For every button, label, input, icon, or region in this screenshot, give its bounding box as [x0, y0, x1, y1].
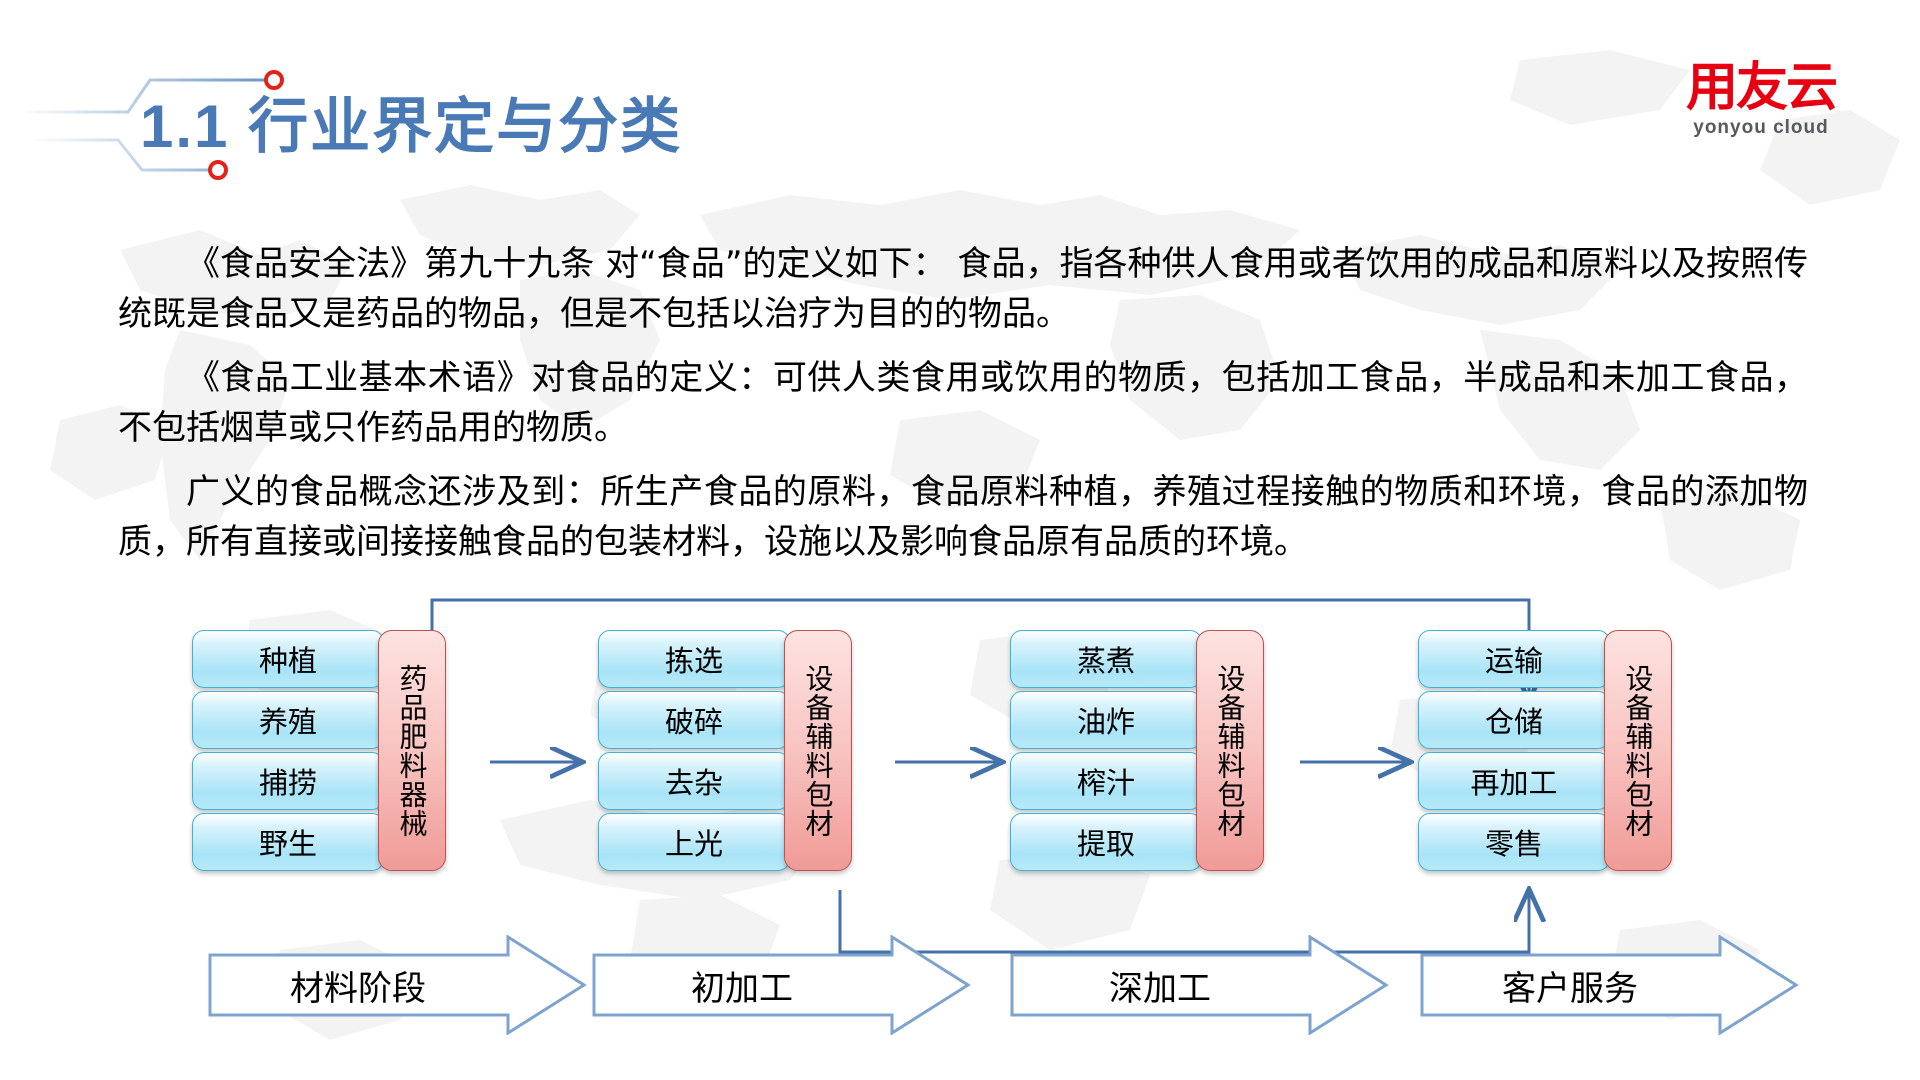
- side-input-box-deep-processing[interactable]: 设备辅料包材: [1196, 630, 1264, 871]
- side-input-label: 设备辅料包材: [1213, 663, 1247, 838]
- step-chip[interactable]: 提取: [1010, 813, 1202, 871]
- stage-group-material: 种植 养殖 捕捞 野生 药品肥料器械: [192, 630, 446, 871]
- side-input-box-material[interactable]: 药品肥料器械: [378, 630, 446, 871]
- step-chip[interactable]: 破碎: [598, 691, 790, 749]
- step-chip[interactable]: 野生: [192, 813, 384, 871]
- step-chip[interactable]: 油炸: [1010, 691, 1202, 749]
- brand-logo: 用友云 yonyou cloud: [1636, 62, 1886, 137]
- side-input-box-customer-service[interactable]: 设备辅料包材: [1604, 630, 1672, 871]
- side-input-label: 设备辅料包材: [1621, 663, 1655, 838]
- stage-banner-label: 材料阶段: [290, 968, 426, 1009]
- step-chip[interactable]: 捕捞: [192, 752, 384, 810]
- step-stack-material: 种植 养殖 捕捞 野生: [192, 630, 384, 871]
- logo-chinese-text: 用友云: [1685, 58, 1838, 118]
- page-title: 1.1 行业界定与分类: [140, 93, 683, 160]
- step-stack-deep-processing: 蒸煮 油炸 榨汁 提取: [1010, 630, 1202, 871]
- step-chip[interactable]: 再加工: [1418, 752, 1610, 810]
- step-chip[interactable]: 蒸煮: [1010, 630, 1202, 688]
- stage-group-primary-processing: 拣选 破碎 去杂 上光 设备辅料包材: [598, 630, 852, 871]
- stage-group-customer-service: 运输 仓储 再加工 零售 设备辅料包材: [1418, 630, 1672, 871]
- step-chip[interactable]: 去杂: [598, 752, 790, 810]
- side-input-label: 药品肥料器械: [395, 663, 429, 838]
- process-flow-diagram: 种植 养殖 捕捞 野生 药品肥料器械 拣选 破碎 去杂 上光 设备辅料包材: [0, 580, 1920, 1080]
- logo-english-text: yonyou cloud: [1693, 117, 1829, 138]
- stage-banner-label: 初加工: [691, 968, 793, 1009]
- stage-banner-deep-processing[interactable]: 深加工: [1010, 935, 1390, 1035]
- stage-banner-row: 材料阶段 初加工 深加工 客户服务: [0, 935, 1920, 1045]
- stage-banner-customer-service[interactable]: 客户服务: [1420, 935, 1800, 1035]
- side-input-label: 设备辅料包材: [801, 663, 835, 838]
- step-chip[interactable]: 拣选: [598, 630, 790, 688]
- step-chip[interactable]: 仓储: [1418, 691, 1610, 749]
- stage-group-deep-processing: 蒸煮 油炸 榨汁 提取 设备辅料包材: [1010, 630, 1264, 871]
- step-chip[interactable]: 种植: [192, 630, 384, 688]
- paragraph-3: 广义的食品概念还涉及到：所生产食品的原料，食品原料种植，养殖过程接触的物质和环境…: [118, 471, 1808, 562]
- step-stack-customer-service: 运输 仓储 再加工 零售: [1418, 630, 1610, 871]
- step-stack-primary-processing: 拣选 破碎 去杂 上光: [598, 630, 790, 871]
- side-input-box-primary-processing[interactable]: 设备辅料包材: [784, 630, 852, 871]
- paragraph-1: 《食品安全法》第九十九条 对“食品”的定义如下： 食品，指各种供人食用或者饮用的…: [118, 244, 1808, 334]
- stage-banner-label: 客户服务: [1502, 968, 1638, 1009]
- stage-banner-primary-processing[interactable]: 初加工: [592, 935, 972, 1035]
- stage-banner-material[interactable]: 材料阶段: [208, 935, 588, 1035]
- paragraph-2: 《食品工业基本术语》对食品的定义：可供人类食用或饮用的物质，包括加工食品，半成品…: [118, 357, 1808, 448]
- body-text-block: 《食品安全法》第九十九条 对“食品”的定义如下： 食品，指各种供人食用或者饮用的…: [118, 240, 1808, 582]
- step-chip[interactable]: 运输: [1418, 630, 1610, 688]
- stage-banner-label: 深加工: [1109, 968, 1211, 1009]
- step-chip[interactable]: 上光: [598, 813, 790, 871]
- step-chip[interactable]: 榨汁: [1010, 752, 1202, 810]
- step-chip[interactable]: 养殖: [192, 691, 384, 749]
- step-chip[interactable]: 零售: [1418, 813, 1610, 871]
